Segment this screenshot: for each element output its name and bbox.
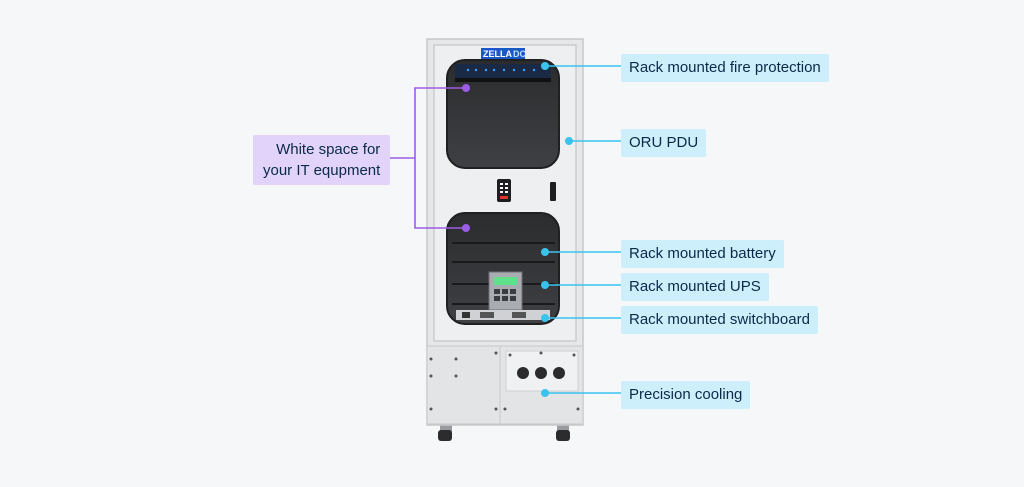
label-white-space: White space for your IT equpment <box>253 135 391 185</box>
brand-logo: ZELLADC <box>481 48 526 59</box>
svg-text:ZELLADC: ZELLADC <box>483 49 526 59</box>
white-space-bracket <box>389 84 470 233</box>
label-battery: Rack mounted battery <box>621 240 784 268</box>
label-ups: Rack mounted UPS <box>621 273 769 301</box>
lower-window <box>446 212 560 325</box>
door-control-panel <box>497 179 556 202</box>
upper-window <box>446 59 560 169</box>
brand-suffix: DC <box>513 49 526 59</box>
label-switchboard: Rack mounted switchboard <box>621 306 818 334</box>
label-cooling: Precision cooling <box>621 381 751 409</box>
cooling-ports <box>517 367 565 379</box>
connector-lines <box>540 61 621 397</box>
label-pdu: ORU PDU <box>621 129 707 157</box>
white-space-line-1: White space for <box>276 141 381 158</box>
caster-wheels <box>438 424 570 441</box>
brand-name: ZELLA <box>483 49 512 59</box>
label-fire-protection: Rack mounted fire protection <box>621 54 829 82</box>
white-space-line-2: your IT equpment <box>263 162 381 179</box>
